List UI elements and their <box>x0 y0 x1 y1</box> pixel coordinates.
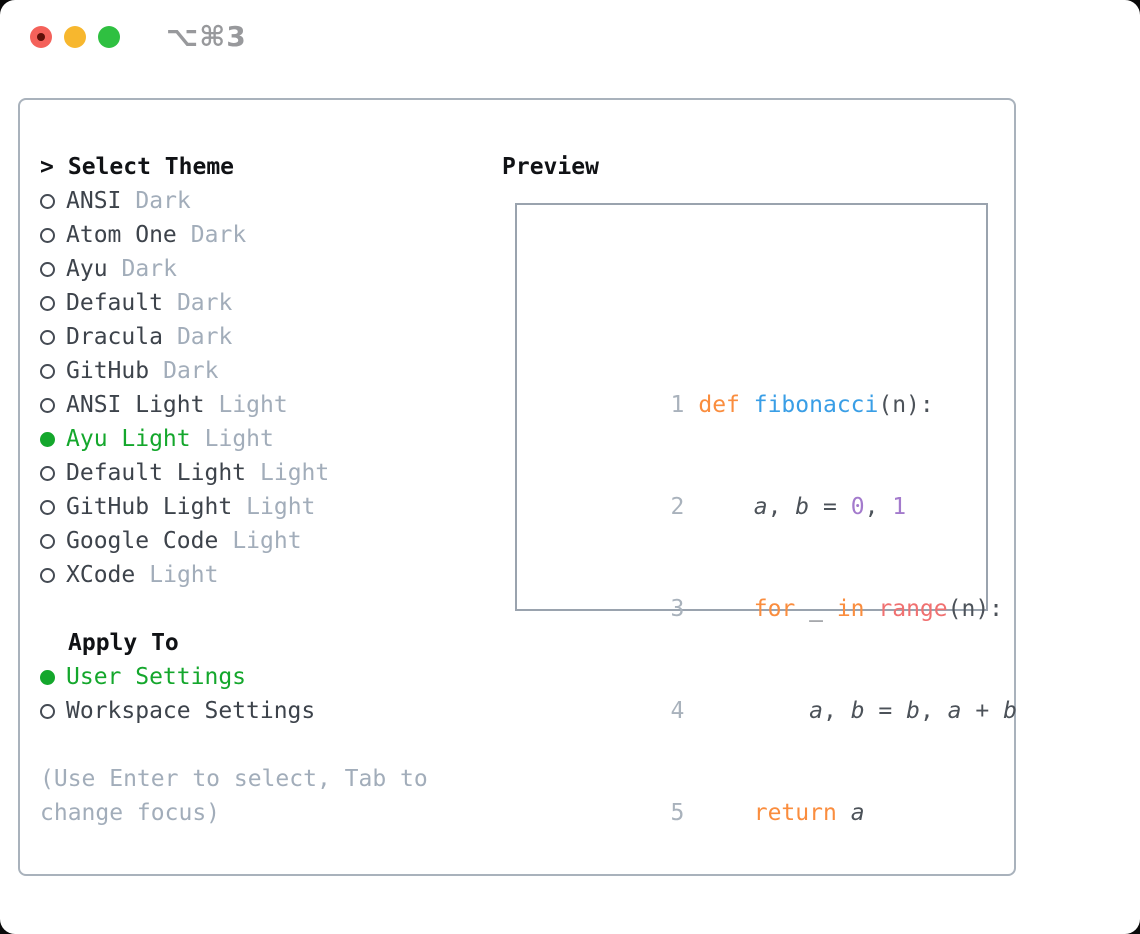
cursor-icon: > <box>40 154 54 180</box>
close-dot-icon <box>37 33 45 41</box>
title-bar: ⌥⌘3 <box>0 0 1140 74</box>
apply-to-title: Apply To <box>68 630 179 656</box>
select-theme-title: Select Theme <box>67 154 235 180</box>
radio-icon <box>40 567 55 583</box>
close-button[interactable] <box>30 26 52 48</box>
select-theme-header: > Select Theme <box>40 150 428 184</box>
code-line: 3 for _ in range(n): <box>670 596 1004 622</box>
radio-selected-icon <box>40 431 55 447</box>
window-hotkey-label: ⌥⌘3 <box>166 20 247 53</box>
radio-icon <box>40 363 55 379</box>
radio-icon <box>40 261 55 277</box>
code-line: 4 a, b = b, a + b <box>670 698 1017 724</box>
radio-icon <box>40 499 55 515</box>
help-text-line1: (Use Enter to select, Tab to <box>40 766 428 792</box>
code-line: 5 return a <box>670 800 865 826</box>
apply-to-header: Apply To <box>40 626 428 660</box>
apply-option-workspace-settings[interactable]: Workspace Settings <box>40 694 428 728</box>
radio-icon <box>40 465 55 481</box>
radio-icon <box>40 295 55 311</box>
radio-icon <box>40 533 55 549</box>
spacer <box>40 728 428 762</box>
code-line: 2 a, b = 0, 1 <box>670 494 907 520</box>
radio-selected-icon <box>40 669 55 685</box>
preview-header: Preview <box>502 154 599 180</box>
radio-icon <box>40 703 55 719</box>
spacer <box>532 898 1086 932</box>
radio-icon <box>40 329 55 345</box>
radio-icon <box>40 193 55 209</box>
maximize-button[interactable] <box>98 26 120 48</box>
help-text-line2: change focus) <box>40 800 221 826</box>
spacer <box>40 592 428 626</box>
apply-option-user-settings[interactable]: User Settings <box>40 660 428 694</box>
radio-icon <box>40 397 55 413</box>
traffic-lights <box>30 26 120 48</box>
radio-icon <box>40 227 55 243</box>
minimize-button[interactable] <box>64 26 86 48</box>
